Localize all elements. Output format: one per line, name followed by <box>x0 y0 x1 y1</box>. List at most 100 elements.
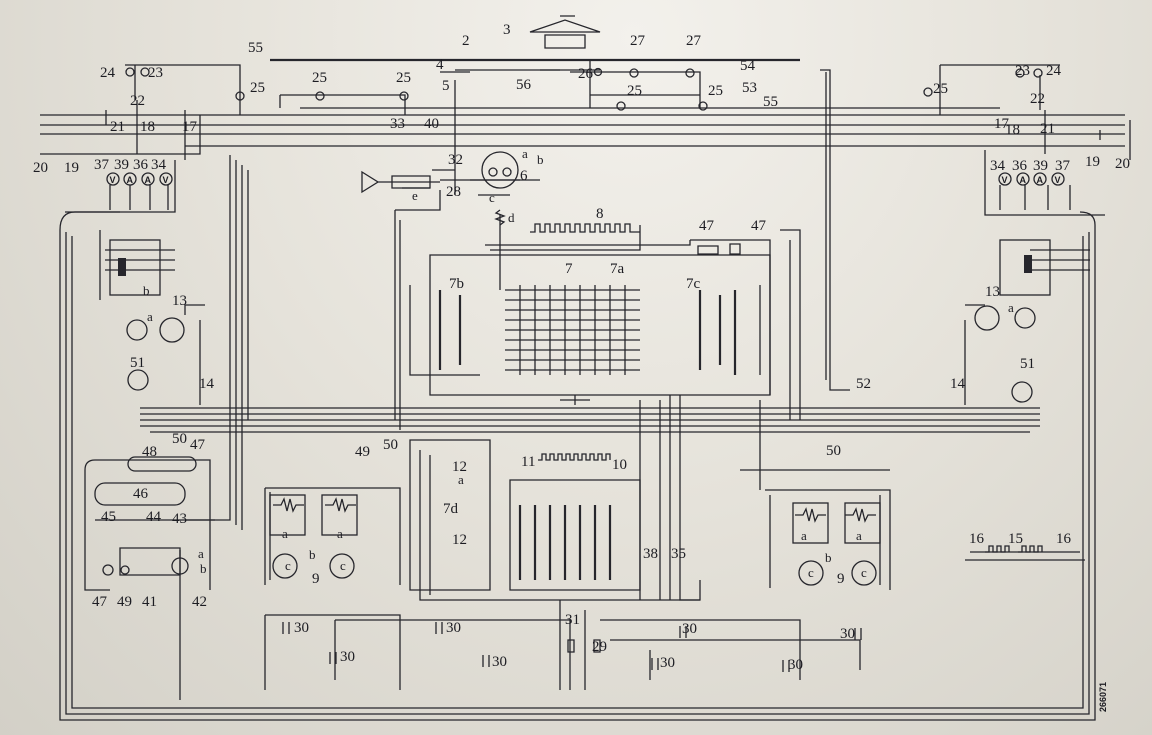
component-label: 24 <box>1046 63 1062 79</box>
switch-grid <box>505 285 640 405</box>
component-label: 25 <box>933 81 948 97</box>
components <box>94 15 1065 672</box>
component-label: a <box>856 528 862 543</box>
component-label: 34 <box>151 157 167 173</box>
component-label: 47 <box>699 218 715 234</box>
component-label: 55 <box>763 94 778 110</box>
component-label: 13 <box>172 293 187 309</box>
component-label: 35 <box>671 546 686 562</box>
component-label: 3 <box>503 22 511 38</box>
component-label: 7a <box>610 261 625 277</box>
component-label: a <box>337 526 343 541</box>
component-label: 30 <box>660 655 675 671</box>
component-label: a <box>801 528 807 543</box>
component-label: 49 <box>117 594 132 610</box>
component-label: 31 <box>565 612 580 628</box>
component-label: 26 <box>578 66 594 82</box>
component-label: 47 <box>190 437 206 453</box>
ammeter-icon: A <box>145 175 152 185</box>
component-label: 36 <box>1012 158 1028 174</box>
component-label: d <box>508 210 515 225</box>
gauge-51-left <box>127 369 149 391</box>
wires <box>40 58 1131 721</box>
tank-48 <box>127 456 197 472</box>
component-label: 7 <box>565 261 573 277</box>
component-label: 7c <box>686 276 701 292</box>
component-label: 27 <box>630 33 646 49</box>
component-label: 22 <box>1030 91 1045 107</box>
component-label: 30 <box>294 620 309 636</box>
component-label: 51 <box>1020 356 1035 372</box>
component-label: 8 <box>596 206 604 222</box>
component-label: 43 <box>172 511 187 527</box>
component-label: 47 <box>751 218 767 234</box>
component-label: 41 <box>142 594 157 610</box>
component-label: 28 <box>446 184 461 200</box>
component-label: b <box>200 561 207 576</box>
component-label: 7d <box>443 501 459 517</box>
lamp-symbols <box>125 67 1043 111</box>
component-label: 36 <box>133 157 149 173</box>
component-label: 24 <box>100 65 116 81</box>
voltmeter-icon: V <box>1055 175 1061 185</box>
component-label: 6 <box>520 168 528 184</box>
component-label: 18 <box>1005 122 1020 138</box>
component-label: a <box>1008 300 1014 315</box>
tank-46 <box>94 482 186 506</box>
component-label: 53 <box>742 80 757 96</box>
component-label: b <box>309 547 316 562</box>
component-label: 4 <box>436 57 444 73</box>
component-label: 30 <box>446 620 461 636</box>
component-label: c <box>861 565 867 580</box>
component-label: c <box>489 190 495 205</box>
component-label: c <box>340 558 346 573</box>
component-label: 55 <box>248 40 263 56</box>
component-label: 25 <box>627 83 642 99</box>
component-label: 37 <box>1055 158 1071 174</box>
component-label: b <box>825 550 832 565</box>
component-label: 50 <box>383 437 398 453</box>
component-label: 14 <box>199 376 215 392</box>
ammeter-icon: A <box>127 175 134 185</box>
component-label: 19 <box>1085 154 1100 170</box>
component-label: b <box>143 283 150 298</box>
component-label: 25 <box>708 83 723 99</box>
motor-symbols <box>269 494 881 586</box>
component-label: 19 <box>64 160 79 176</box>
ammeter-icon: A <box>1037 175 1044 185</box>
component-label: 52 <box>856 376 871 392</box>
component-label: 39 <box>1033 158 1048 174</box>
component-label: 47 <box>92 594 108 610</box>
component-label: 16 <box>1056 531 1072 547</box>
component-label: 9 <box>837 571 845 587</box>
component-label: e <box>412 188 418 203</box>
component-label: a <box>522 146 528 161</box>
contactor-columns <box>409 243 761 376</box>
component-label: a <box>198 546 204 561</box>
component-label: 51 <box>130 355 145 371</box>
component-label: b <box>537 152 544 167</box>
component-label: 25 <box>250 80 265 96</box>
component-label: 30 <box>682 621 697 637</box>
gauge-51-right <box>1011 381 1033 403</box>
component-label: 29 <box>592 639 607 655</box>
component-label: 5 <box>442 78 450 94</box>
component-label: 16 <box>969 531 985 547</box>
component-label: 27 <box>686 33 702 49</box>
relay-symbols <box>109 239 1051 343</box>
voltmeter-icon: V <box>110 175 116 185</box>
component-label: 30 <box>492 654 507 670</box>
voltmeter-icon: V <box>163 175 169 185</box>
component-label: 30 <box>788 657 803 673</box>
component-label: c <box>285 558 291 573</box>
component-label: 10 <box>612 457 627 473</box>
component-label: 12 <box>452 532 467 548</box>
component-label: 33 <box>390 116 405 132</box>
component-label: a <box>147 309 153 324</box>
component-label: 37 <box>94 157 110 173</box>
component-label: 9 <box>312 571 320 587</box>
component-label: 49 <box>355 444 370 460</box>
component-label: 23 <box>1015 63 1030 79</box>
component-label: 22 <box>130 93 145 109</box>
